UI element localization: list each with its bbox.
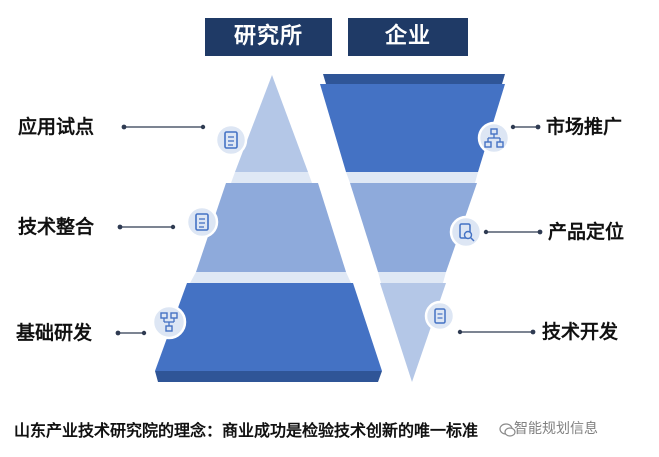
caption: 山东产业技术研究院的理念：商业成功是检验技术创新的唯一标准 xyxy=(14,421,479,440)
label-basic-research: 基础研发 xyxy=(16,322,93,344)
right-tier-middle-band xyxy=(378,272,446,283)
header-research-institute: 研究所 xyxy=(205,18,332,56)
left-tier-middle-band xyxy=(190,272,351,283)
header-enterprise: 企业 xyxy=(348,18,468,56)
document-icon xyxy=(214,123,248,157)
left-pyramid xyxy=(155,75,382,382)
left-tier-top xyxy=(235,75,308,172)
right-tier-top-cap xyxy=(323,74,505,84)
left-connectors xyxy=(115,124,206,336)
watermark: 智能规划信息 xyxy=(514,421,598,437)
left-tier-bottom xyxy=(155,283,382,371)
right-tier-top-band xyxy=(346,172,478,183)
label-technology-integration: 技术整合 xyxy=(18,216,95,238)
left-tier-middle xyxy=(196,183,346,272)
label-market-promotion: 市场推广 xyxy=(546,116,623,138)
label-product-positioning: 产品定位 xyxy=(548,221,625,243)
left-tier-bottom-base xyxy=(155,371,382,382)
left-tier-top-band xyxy=(231,172,312,183)
network-icon xyxy=(151,304,187,340)
document-icon xyxy=(424,300,456,332)
org-chart-icon xyxy=(477,121,511,155)
right-tier-middle xyxy=(350,183,477,272)
document-icon xyxy=(185,205,219,239)
label-application-pilot: 应用试点 xyxy=(18,116,95,138)
right-tier-bottom xyxy=(380,283,446,382)
search-document-icon xyxy=(449,215,483,249)
right-connectors xyxy=(457,124,543,335)
right-tier-top xyxy=(320,84,505,172)
label-technology-development: 技术开发 xyxy=(542,321,619,343)
wechat-logo-icon xyxy=(499,423,516,437)
